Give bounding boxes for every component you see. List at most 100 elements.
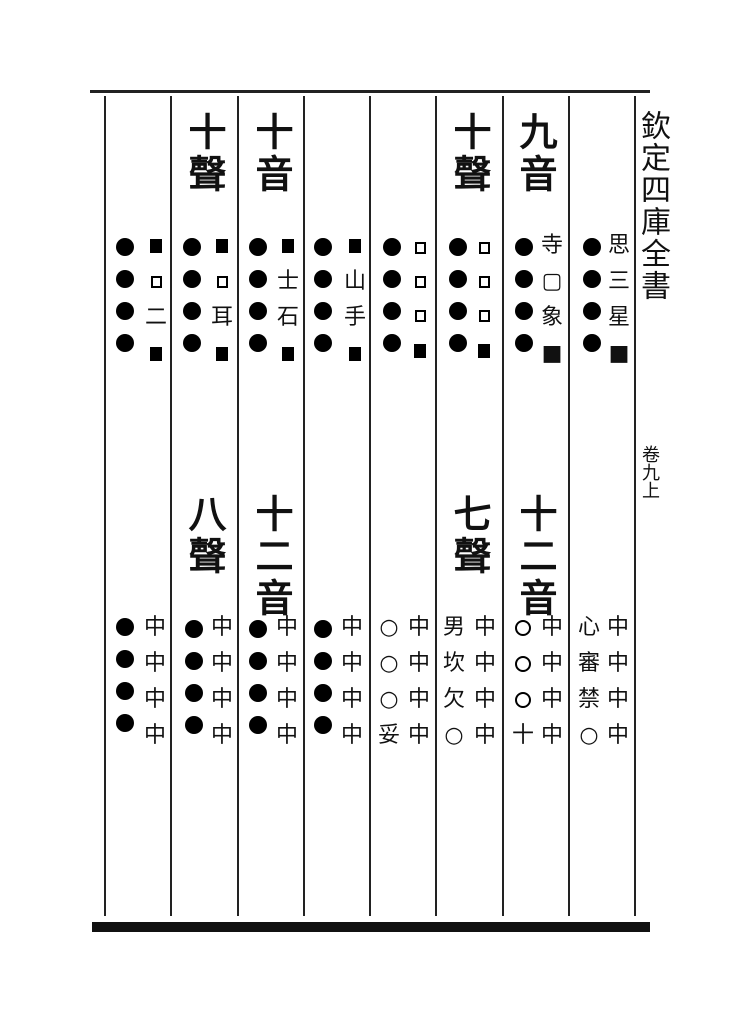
filled-dot (183, 238, 201, 256)
char: 心 (578, 615, 601, 640)
hollow-box (414, 310, 426, 322)
filled-dot (183, 270, 201, 288)
char: 中 (341, 615, 364, 640)
char: 妥 (378, 723, 401, 748)
filled-dot (314, 238, 332, 256)
char: 中 (144, 615, 167, 640)
filled-dot (383, 270, 401, 288)
char: 星 (608, 305, 631, 330)
filled-dot (116, 650, 134, 668)
book-title: 欽定四庫全書 (635, 110, 670, 302)
column-header: 十聲 (182, 112, 227, 196)
filled-dot (515, 334, 533, 352)
filled-dot (249, 684, 267, 702)
filled-dot (449, 238, 467, 256)
char-column: 中 中 中 中 (144, 617, 166, 747)
char-column: 中 中 中 中 (276, 617, 298, 747)
filled-dot (449, 334, 467, 352)
hollow-box (414, 242, 426, 254)
filled-dot (249, 302, 267, 320)
char: 中 (408, 687, 431, 712)
filled-square (478, 344, 490, 358)
char-column: 寺 ▢ 象 ■ (541, 235, 563, 365)
char: ○ (379, 687, 399, 712)
filled-dot (185, 620, 203, 638)
filled-dot (116, 618, 134, 636)
mark-column: 十 (512, 617, 534, 747)
mark-column (515, 238, 533, 352)
hollow-box (216, 276, 228, 288)
char: ▢ (541, 269, 563, 294)
char: 審 (578, 651, 601, 676)
hollow-box (150, 276, 162, 288)
filled-square (216, 239, 228, 253)
mark-column (183, 238, 201, 352)
filled-dot (116, 682, 134, 700)
char: 男 (443, 615, 466, 640)
char: 禁 (578, 687, 601, 712)
mark-column (583, 238, 601, 352)
top-rule (90, 90, 650, 93)
filled-dot (183, 334, 201, 352)
char: 中 (276, 687, 299, 712)
filled-dot (116, 334, 134, 352)
filled-dot (583, 270, 601, 288)
char: 中 (607, 723, 630, 748)
filled-dot (383, 302, 401, 320)
char-column: 二 (145, 235, 167, 365)
char-column: 山 手 (344, 235, 366, 365)
column-line (568, 96, 570, 916)
mark-column (249, 620, 267, 734)
char: 中 (211, 615, 234, 640)
char: 中 (276, 651, 299, 676)
filled-dot (583, 238, 601, 256)
filled-dot (116, 714, 134, 732)
mark-column (116, 618, 134, 732)
char: 中 (408, 651, 431, 676)
filled-dot (314, 302, 332, 320)
char-column: 中 中 中 中 (408, 617, 430, 747)
char: 中 (541, 651, 564, 676)
char-column: 士 石 (277, 235, 299, 365)
char: 中 (474, 723, 497, 748)
mark-column (449, 238, 467, 352)
filled-dot (249, 652, 267, 670)
char-column: 思 三 星 ■ (608, 235, 630, 365)
char: 中 (211, 651, 234, 676)
column-line (435, 96, 437, 916)
column-line (104, 96, 106, 916)
char: 中 (144, 651, 167, 676)
char: 坎 (443, 651, 466, 676)
char: 中 (607, 651, 630, 676)
column-header: 十音 (249, 112, 294, 196)
filled-dot (383, 334, 401, 352)
filled-dot (249, 238, 267, 256)
filled-dot (515, 270, 533, 288)
filled-dot (515, 302, 533, 320)
bottom-rule (92, 922, 650, 932)
filled-dot (249, 620, 267, 638)
char: 寺 (541, 233, 564, 258)
char: 中 (408, 723, 431, 748)
char: ■ (608, 341, 630, 366)
char: 思 (608, 233, 631, 258)
volume-label: 卷九上 (639, 445, 660, 499)
mark-column (314, 238, 332, 352)
mark-column (116, 238, 134, 352)
hollow-circle (515, 656, 531, 672)
char: 中 (211, 723, 234, 748)
column-header: 十二音 (249, 494, 294, 620)
column-line (170, 96, 172, 916)
filled-square (216, 347, 228, 361)
filled-square (150, 239, 162, 253)
filled-dot (116, 302, 134, 320)
filled-dot (449, 302, 467, 320)
char: 中 (408, 615, 431, 640)
char: 中 (541, 615, 564, 640)
char: 山 (344, 269, 367, 294)
char: 象 (541, 305, 564, 330)
char-column: 耳 (211, 235, 233, 365)
hollow-box (414, 276, 426, 288)
column-header: 七聲 (447, 494, 492, 578)
